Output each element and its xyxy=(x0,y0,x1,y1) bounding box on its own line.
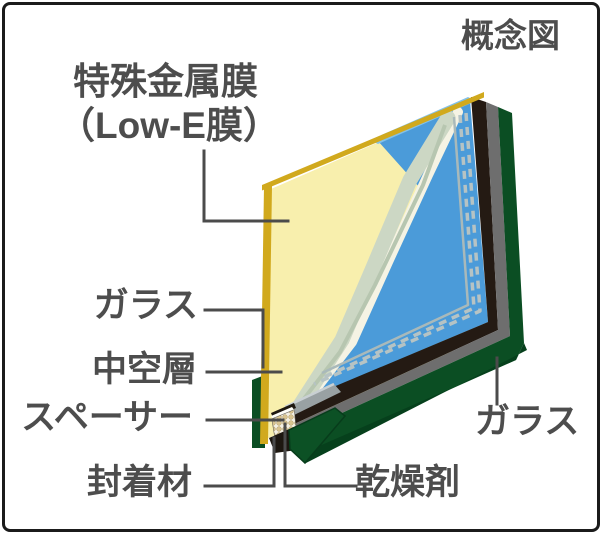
spacer-through-glass-line xyxy=(321,116,470,375)
leader-desiccant xyxy=(283,422,358,488)
spacer-through-glass-dashed-2 xyxy=(313,112,482,386)
label-low-e-film-line2: （Low-E膜） xyxy=(58,105,280,146)
label-spacer: スペーサー xyxy=(21,398,193,437)
label-low-e-film-line1: 特殊金属膜 xyxy=(73,61,258,102)
air-gap-band-sage xyxy=(289,110,456,418)
edge-sealant-black xyxy=(288,97,498,425)
edge-glass-green-bevel xyxy=(301,343,527,463)
label-air-layer: 中空層 xyxy=(91,350,197,389)
leader-low-e-film xyxy=(202,149,290,223)
low-e-film-left xyxy=(260,186,272,444)
leader-glass-left xyxy=(203,308,265,369)
label-glass-left: ガラス xyxy=(93,286,198,325)
label-desiccant: 乾燥剤 xyxy=(355,463,461,502)
label-low-e-film: 特殊金属膜 （Low-E膜） xyxy=(58,60,280,148)
air-gap-band-sage-dark xyxy=(301,124,447,402)
label-sealant: 封着材 xyxy=(86,463,192,502)
edge-spacer-gray xyxy=(292,102,510,434)
label-glass-right: ガラス xyxy=(475,402,580,441)
frame-corner-green xyxy=(288,407,347,465)
spacer-rail-highlight xyxy=(284,382,335,409)
spacer-rail xyxy=(285,384,341,416)
edge-glass-green xyxy=(296,107,524,456)
diagram-title: 概念図 xyxy=(461,17,560,54)
leader-sealant xyxy=(203,436,276,488)
low-e-film-top xyxy=(262,92,484,191)
